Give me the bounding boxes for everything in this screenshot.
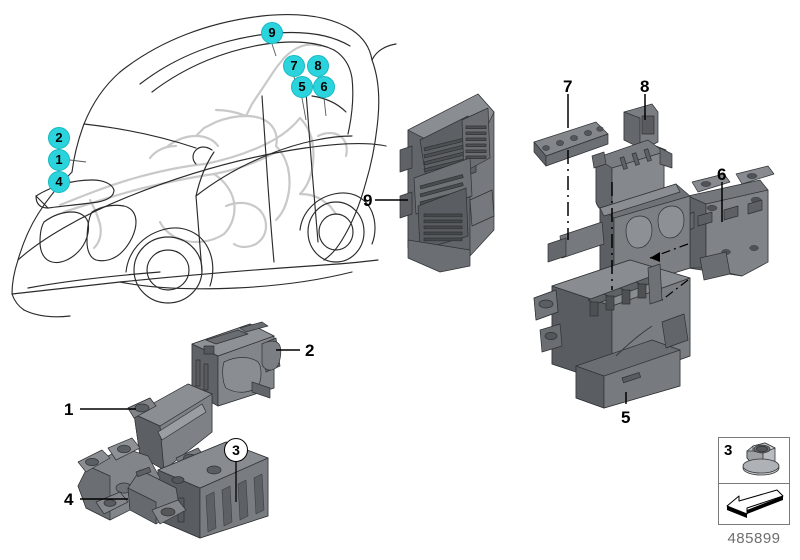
vehicle-badge-6[interactable]: 6 [313,76,335,98]
vehicle-badge-1[interactable]: 1 [48,149,70,171]
vehicle-badge-7[interactable]: 7 [283,55,305,77]
diagram-id-label: 485899 [727,530,781,547]
wiring-harness [58,43,348,250]
vehicle-badge-5[interactable]: 5 [291,76,313,98]
circled-callout-3[interactable]: 3 [224,438,248,462]
vehicle-badge-4[interactable]: 4 [48,171,70,193]
part-label-6[interactable]: 6 [717,165,727,184]
legend-part-cell: 3 [719,438,789,484]
vehicle-badge-2[interactable]: 2 [48,127,70,149]
vehicle-body-lines [11,14,397,318]
flange-nut-icon [742,442,780,476]
legend-arrow-cell [719,484,789,524]
legend-box: 3 [718,437,790,525]
part-label-5[interactable]: 5 [621,408,631,427]
part-label-4[interactable]: 4 [64,490,74,509]
part-label-8[interactable]: 8 [640,77,650,96]
part-label-2[interactable]: 2 [305,341,315,360]
part-label-7[interactable]: 7 [563,77,573,96]
vehicle-badge-9[interactable]: 9 [261,22,283,44]
legend-part-number: 3 [724,442,733,459]
direction-arrow-icon [726,489,784,518]
part-label-9[interactable]: 9 [363,191,373,210]
part-label-1[interactable]: 1 [64,400,74,419]
vehicle-badge-8[interactable]: 8 [307,55,329,77]
